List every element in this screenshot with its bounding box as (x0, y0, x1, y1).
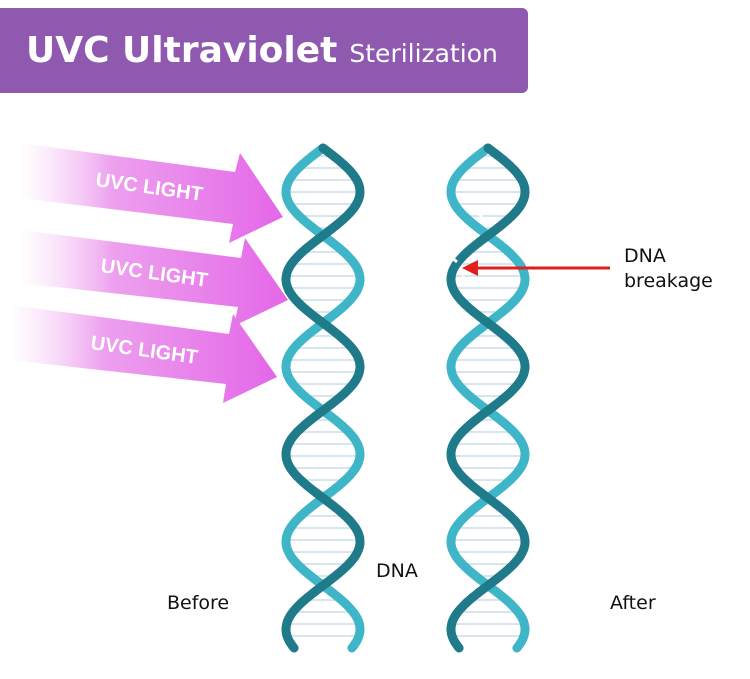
dna-strand (281, 143, 365, 653)
dna-breakage-label-line1: DNA (624, 245, 666, 267)
dna-breakage-label-line2: breakage (624, 270, 713, 292)
before-label: Before (167, 592, 230, 614)
dna-helix-after (446, 143, 530, 653)
dna-strand (446, 143, 530, 653)
title-main: UVC Ultraviolet (26, 30, 338, 71)
title-banner: UVC Ultraviolet Sterilization (0, 8, 528, 93)
uvc-arrow-3: UVC LIGHT (10, 305, 277, 403)
dna-breakage-marks (449, 209, 484, 284)
dna-label: DNA (376, 560, 418, 582)
uvc-arrow-1: UVC LIGHT (20, 143, 283, 243)
breakage-pointer-arrow (462, 260, 610, 276)
dna-strand (446, 143, 530, 653)
after-label: After (610, 592, 656, 614)
dna-helix-before (281, 143, 365, 653)
dna-strand (281, 143, 365, 653)
dna-breakage-label: DNA breakage (624, 244, 713, 294)
title-sub: Sterilization (349, 39, 498, 68)
uvc-arrow-2: UVC LIGHT (20, 230, 288, 326)
